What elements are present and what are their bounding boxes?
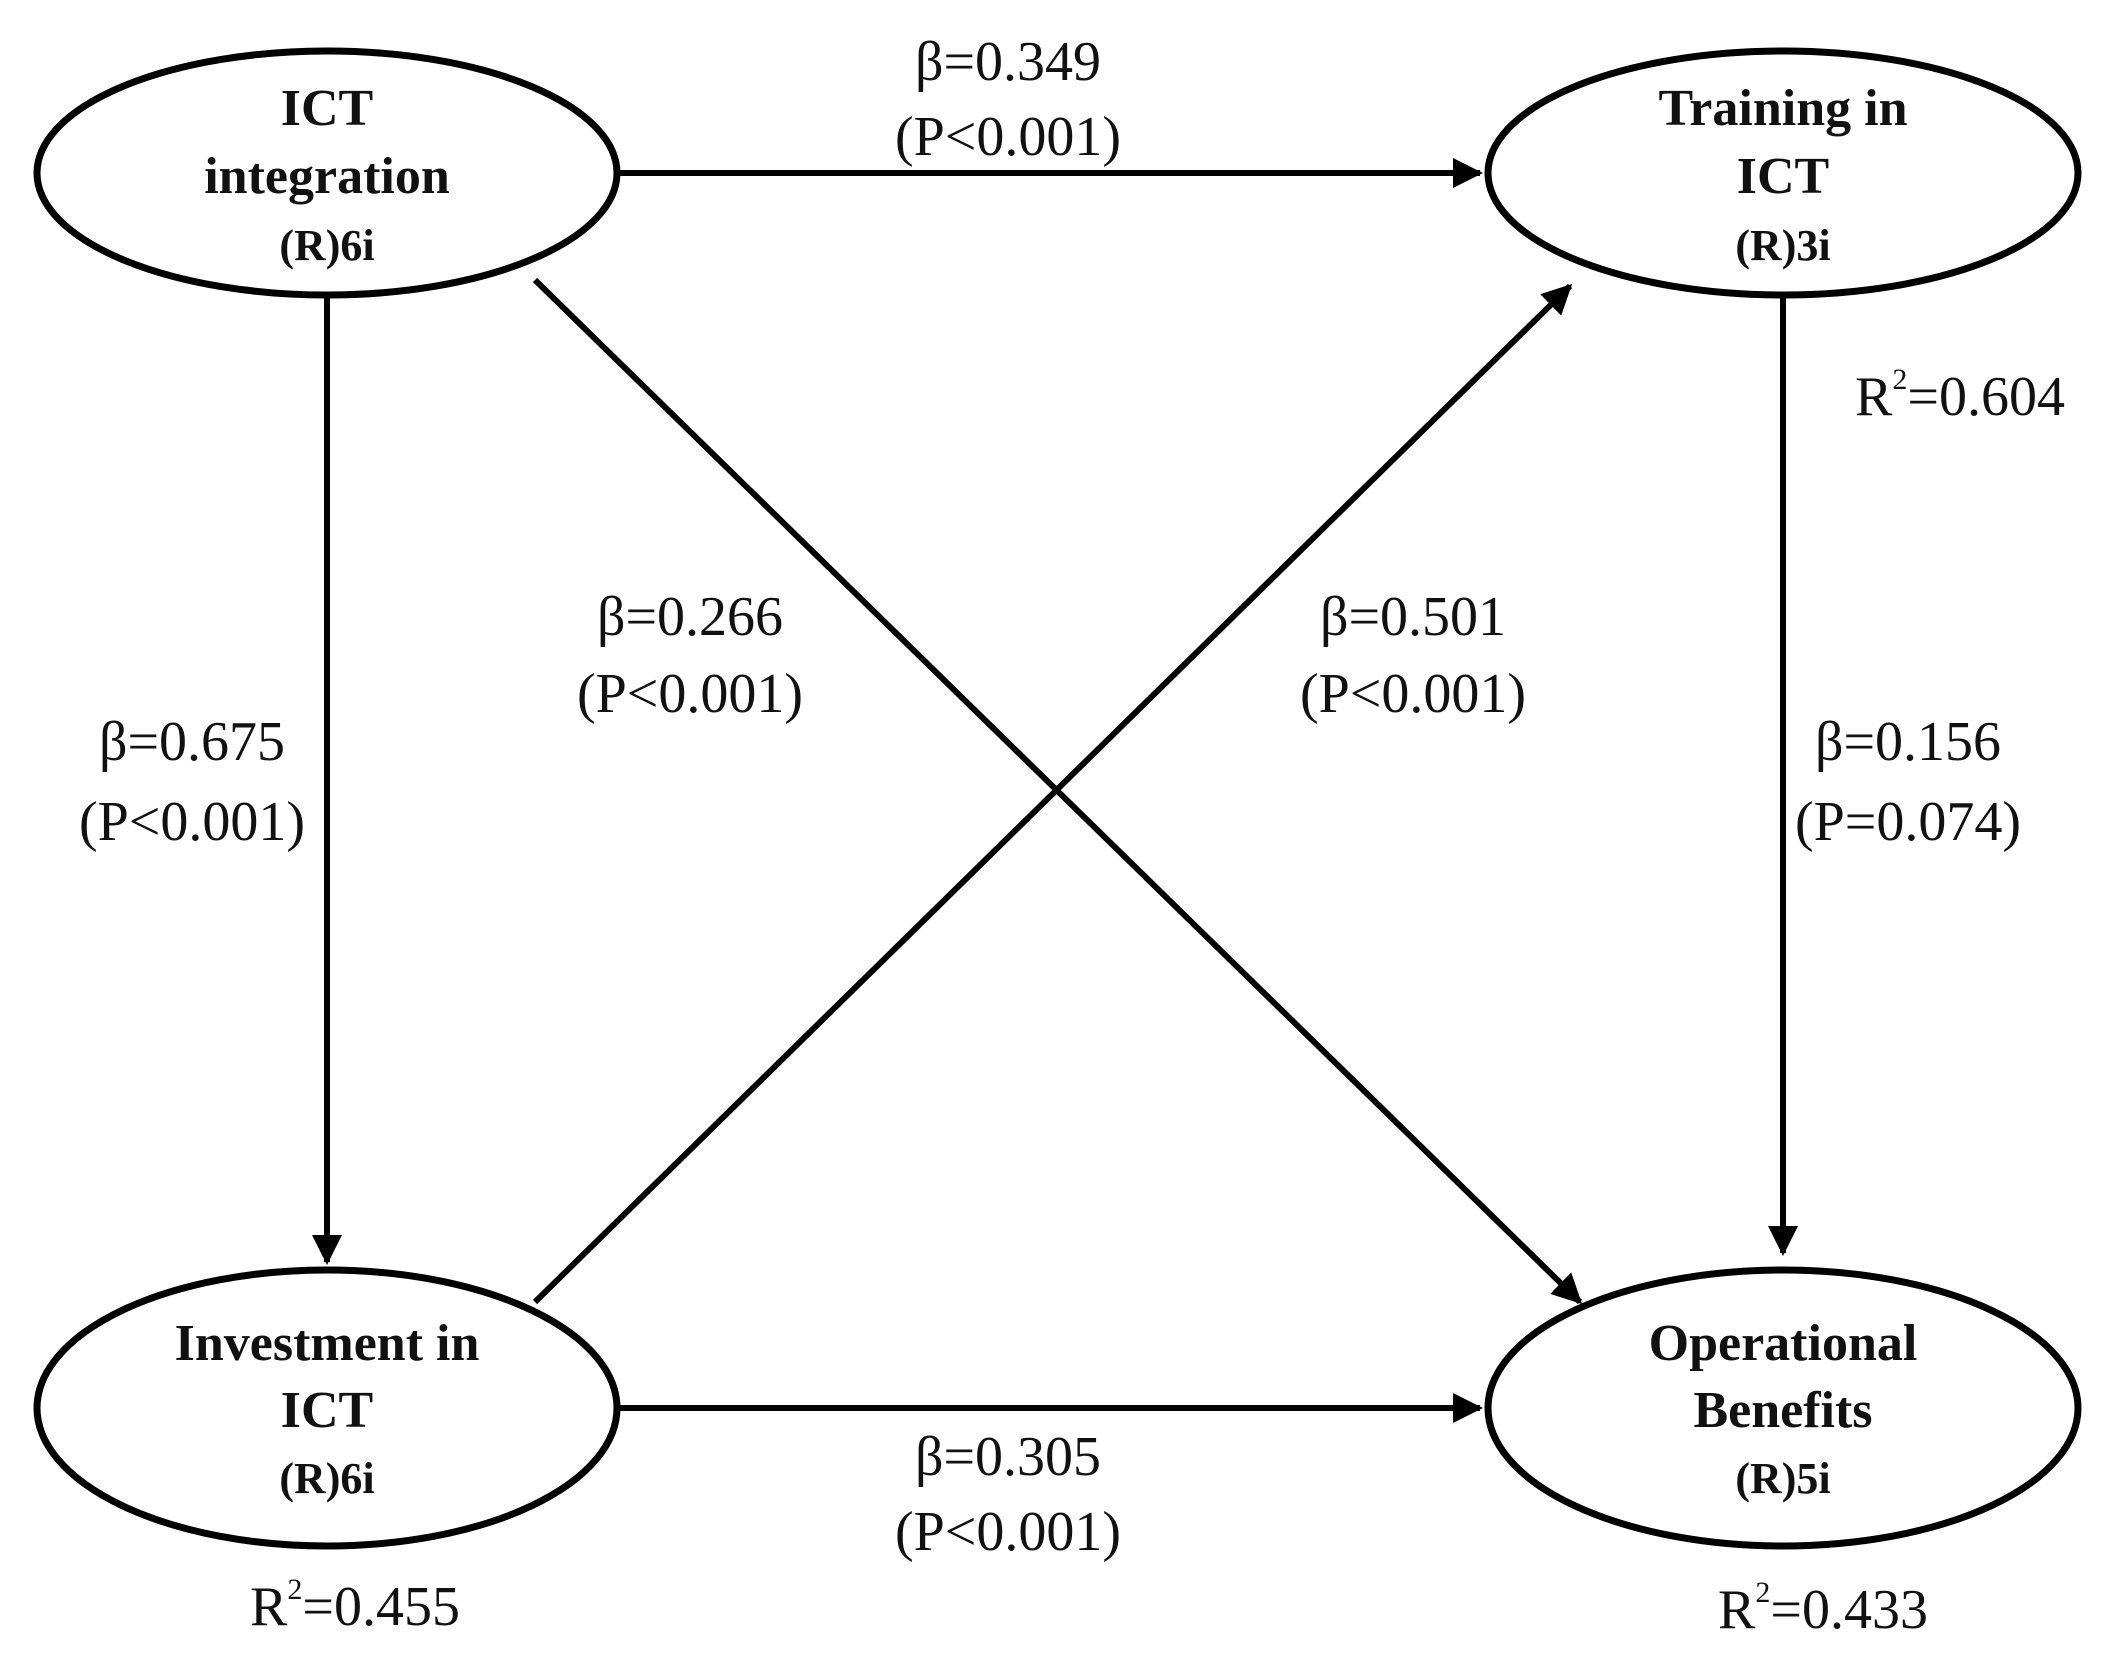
node-label-line-1: Operational: [1649, 1315, 1918, 1372]
r2-superscript: 2: [1755, 1576, 1770, 1609]
p-value: (P=0.074): [1795, 791, 2021, 853]
node-ict-integration: ICT integration (R)6i: [33, 47, 621, 299]
r2-value: =0.604: [1907, 366, 2065, 428]
node-label-line-1: Investment in: [175, 1315, 480, 1372]
edge-investment-to-training: [532, 283, 1573, 1305]
r2-value: =0.433: [1770, 1579, 1928, 1641]
node-label-line-2: ICT: [1737, 148, 1829, 205]
r2-operational: R2=0.433: [1718, 1576, 1928, 1641]
r2-superscript: 2: [1892, 363, 1907, 396]
node-ellipse: [33, 1266, 621, 1550]
node-label-line-1: ICT: [281, 80, 373, 137]
node-label-line-2: ICT: [281, 1382, 373, 1439]
node-indicators: (R)3i: [1735, 221, 1830, 270]
r2-superscript: 2: [287, 1573, 302, 1606]
p-value: (P<0.001): [1300, 663, 1526, 725]
r2-symbol: R: [1855, 366, 1893, 428]
node-label-line-2: integration: [204, 148, 450, 205]
edge-label-integration-investment: β=0.675 (P<0.001): [79, 711, 305, 853]
node-label-line-1: Training in: [1658, 80, 1907, 137]
r2-investment: R2=0.455: [250, 1573, 460, 1638]
node-training-in-ict: Training in ICT (R)3i: [1484, 47, 2082, 299]
p-value: (P<0.001): [895, 106, 1121, 168]
edge-label-training-operational: β=0.156 (P=0.074): [1795, 711, 2021, 853]
p-value: (P<0.001): [79, 791, 305, 853]
edge-label-investment-training: β=0.501 (P<0.001): [1300, 586, 1526, 725]
edge-label-investment-operational: β=0.305 (P<0.001): [895, 1426, 1121, 1563]
node-indicators: (R)6i: [279, 221, 374, 270]
node-ellipse: [1484, 47, 2082, 299]
node-operational-benefits: Operational Benefits (R)5i: [1484, 1266, 2082, 1550]
node-label-line-2: Benefits: [1693, 1382, 1872, 1439]
beta-value: β=0.675: [99, 711, 285, 773]
node-indicators: (R)5i: [1735, 1454, 1830, 1503]
beta-value: β=0.501: [1320, 586, 1506, 648]
edge-label-integration-operational: β=0.266 (P<0.001): [577, 586, 803, 725]
beta-value: β=0.266: [597, 586, 783, 648]
beta-value: β=0.305: [915, 1426, 1101, 1488]
beta-value: β=0.156: [1815, 711, 2001, 773]
p-value: (P<0.001): [577, 663, 803, 725]
r2-symbol: R: [250, 1576, 288, 1638]
beta-value: β=0.349: [915, 31, 1101, 93]
edge-label-integration-training: β=0.349 (P<0.001): [895, 31, 1121, 168]
node-indicators: (R)6i: [279, 1454, 374, 1503]
p-value: (P<0.001): [895, 1501, 1121, 1563]
node-investment-in-ict: Investment in ICT (R)6i: [33, 1266, 621, 1550]
node-ellipse: [1484, 1266, 2082, 1550]
r2-value: =0.455: [302, 1576, 460, 1638]
r2-training: R2=0.604: [1855, 363, 2065, 428]
r2-symbol: R: [1718, 1579, 1756, 1641]
node-ellipse: [33, 47, 621, 299]
